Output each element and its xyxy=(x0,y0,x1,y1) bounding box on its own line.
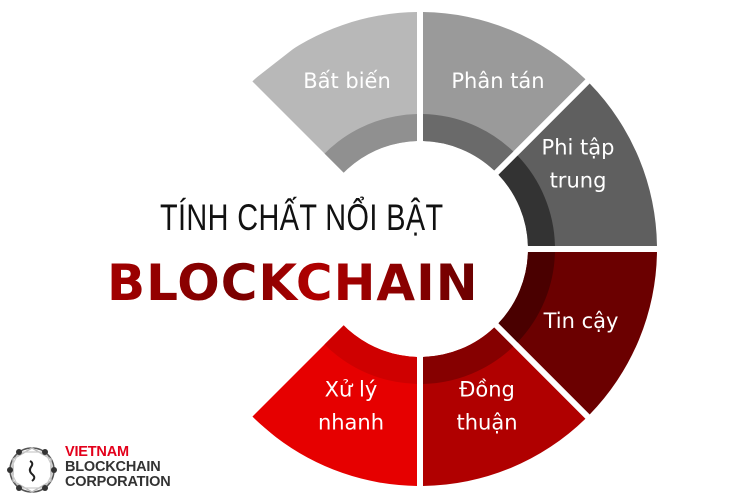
segment-label-bat-bien: Bất biến xyxy=(303,69,391,93)
vietnam-blockchain-logo: VIETNAM BLOCKCHAIN CORPORATION xyxy=(5,443,195,498)
segment-fill xyxy=(252,279,417,486)
segment-tin-cay xyxy=(498,251,657,415)
title-blockchain: BLOCKCHAIN xyxy=(107,254,479,312)
segment-inner-band xyxy=(422,114,514,171)
segment-dong-thuan xyxy=(422,327,586,486)
logo-line-corporation: CORPORATION xyxy=(65,474,171,490)
segment-phan-tan xyxy=(422,12,586,171)
segment-bat-bien xyxy=(252,12,418,219)
network-globe-icon xyxy=(7,447,57,493)
logo-line-blockchain: BLOCKCHAIN xyxy=(65,459,161,475)
segment-label-phan-tan: Phân tán xyxy=(451,69,544,93)
logo-line-vietnam: VIETNAM xyxy=(65,444,129,460)
segment-label-tin-cay: Tin cậy xyxy=(543,309,619,333)
segment-fill xyxy=(252,12,417,219)
segment-phi-tap-trung xyxy=(498,83,657,247)
segment-inner-band xyxy=(498,155,555,247)
title-subheading: TÍNH CHẤT NỔI BẬT xyxy=(160,197,444,238)
segment-inner-band xyxy=(422,327,514,384)
segment-inner-band xyxy=(498,251,555,343)
